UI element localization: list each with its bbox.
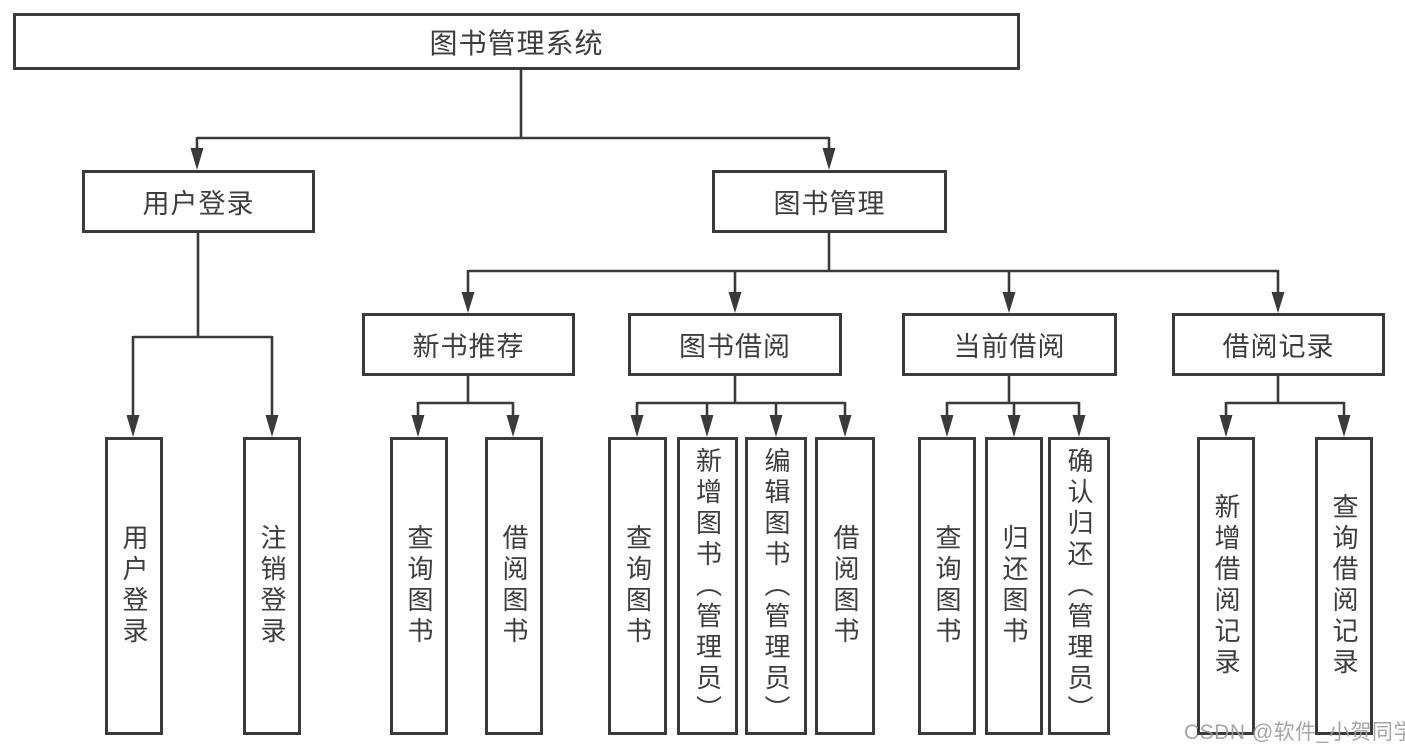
leaf-add-book-admin-label: 新增图书（管理员）	[692, 446, 723, 726]
leaf-user-login: 用户登录	[105, 437, 163, 735]
node-book-mgmt: 图书管理	[712, 170, 947, 233]
leaf-edit-book-admin: 编辑图书（管理员）	[745, 437, 807, 735]
leaf-current-query-books-label: 查询图书	[932, 524, 962, 648]
node-current-borrow: 当前借阅	[902, 313, 1117, 376]
node-root: 图书管理系统	[13, 13, 1020, 70]
connector-borrow-record-to-leaves	[1224, 375, 1346, 420]
node-user-login-label: 用户登录	[142, 189, 255, 219]
leaf-borrow-book: 借阅图书	[815, 437, 875, 735]
leaf-edit-book-admin-label: 编辑图书（管理员）	[761, 446, 791, 726]
node-borrow-record: 借阅记录	[1172, 313, 1385, 376]
leaf-add-borrow-record-label: 新增借阅记录	[1211, 493, 1241, 679]
arrowheads	[126, 148, 1351, 437]
leaf-confirm-return-admin-label: 确认归还（管理员）	[1064, 446, 1094, 726]
leaf-add-book-admin: 新增图书（管理员）	[677, 437, 738, 735]
node-borrow-record-label: 借阅记录	[1222, 332, 1335, 362]
leaf-return-book: 归还图书	[985, 437, 1043, 735]
leaf-user-login-label: 用户登录	[119, 524, 149, 648]
leaf-borrow-query-books-label: 查询图书	[622, 524, 653, 648]
node-new-book-rec: 新书推荐	[362, 313, 575, 376]
connector-user-login-to-leaves	[131, 232, 274, 420]
leaf-newbook-borrow-books-label: 借阅图书	[499, 524, 529, 648]
leaf-return-book-label: 归还图书	[999, 524, 1029, 648]
leaf-query-borrow-record: 查询借阅记录	[1315, 437, 1373, 735]
connector-new-book-to-leaves	[416, 375, 515, 420]
leaf-query-borrow-record-label: 查询借阅记录	[1329, 493, 1359, 679]
leaf-logout: 注销登录	[243, 437, 301, 735]
node-current-borrow-label: 当前借阅	[953, 332, 1066, 362]
connector-book-borrow-to-leaves	[635, 375, 847, 420]
connector-book-mgmt-to-level3	[466, 232, 1280, 296]
leaf-newbook-query-books-label: 查询图书	[404, 524, 434, 648]
node-book-mgmt-label: 图书管理	[773, 189, 886, 219]
csdn-watermark: CSDN @软件_小贺同学	[1184, 721, 1405, 744]
leaf-borrow-query-books: 查询图书	[608, 437, 667, 735]
node-book-borrow-label: 图书借阅	[679, 332, 791, 362]
node-user-login: 用户登录	[82, 170, 315, 233]
node-new-book-rec-label: 新书推荐	[412, 332, 525, 362]
leaf-add-borrow-record: 新增借阅记录	[1197, 437, 1255, 735]
leaf-current-query-books: 查询图书	[918, 437, 976, 735]
leaf-newbook-borrow-books: 借阅图书	[485, 437, 543, 735]
leaf-borrow-book-label: 借阅图书	[830, 524, 860, 648]
leaf-newbook-query-books: 查询图书	[390, 437, 448, 735]
connector-current-borrow-to-leaves	[945, 375, 1081, 420]
leaf-confirm-return-admin: 确认归还（管理员）	[1048, 437, 1110, 735]
node-book-borrow: 图书借阅	[628, 313, 842, 376]
node-root-label: 图书管理系统	[429, 27, 604, 59]
leaf-logout-label: 注销登录	[257, 524, 287, 648]
connector-root-to-level2	[195, 69, 831, 153]
